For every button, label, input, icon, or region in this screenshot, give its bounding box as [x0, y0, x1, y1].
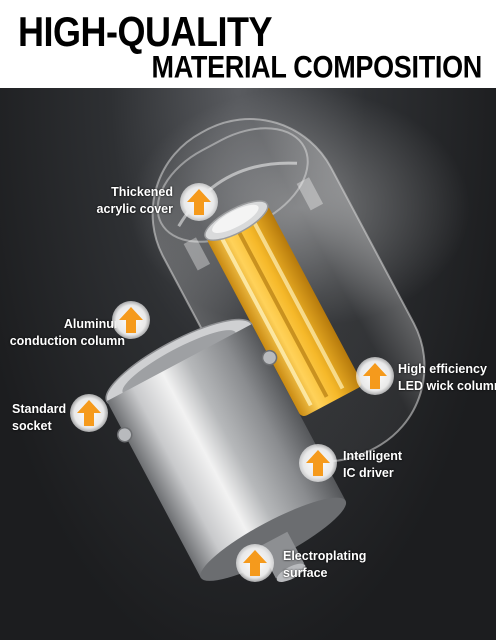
callout-led-wick-column: High efficiency LED wick column — [398, 361, 496, 395]
callout-line: Aluminum — [63, 317, 125, 331]
callout-line: High efficiency — [398, 362, 487, 376]
arrow-up-icon — [180, 183, 218, 221]
callout-line: Thickened — [111, 185, 173, 199]
led-wick-column — [204, 200, 362, 416]
callout-line: surface — [283, 566, 328, 580]
callout-line: acrylic cover — [96, 202, 173, 216]
arrow-up-icon — [299, 444, 337, 482]
callout-line: Standard — [12, 402, 67, 416]
callout-line: Electroplating — [283, 549, 367, 563]
arrow-up-icon — [236, 544, 274, 582]
callout-line: LED wick column — [398, 379, 496, 393]
arrow-up-icon — [356, 357, 394, 395]
callout-line: IC driver — [343, 466, 394, 480]
metal-socket — [105, 318, 347, 582]
callout-acrylic-cover: Thickened acrylic cover — [97, 184, 173, 218]
arrow-up-icon — [70, 394, 108, 432]
title-material-composition: MATERIAL COMPOSITION — [151, 50, 483, 85]
callout-line: conduction column — [9, 334, 125, 348]
product-stage: Thickened acrylic cover Aluminum conduct… — [0, 88, 496, 640]
callout-ic-driver: Intelligent IC driver — [343, 448, 402, 482]
arrow-up-icon — [112, 301, 150, 339]
header-banner: HIGH-QUALITY MATERIAL COMPOSITION — [0, 0, 496, 88]
callout-line: Intelligent — [343, 449, 403, 463]
callout-standard-socket: Standard socket — [12, 401, 66, 435]
callout-electroplating-surface: Electroplating surface — [283, 548, 366, 582]
title-high-quality: HIGH-QUALITY — [18, 8, 272, 56]
callout-aluminum-column: Aluminum conduction column — [10, 316, 125, 350]
callout-line: socket — [12, 419, 52, 433]
